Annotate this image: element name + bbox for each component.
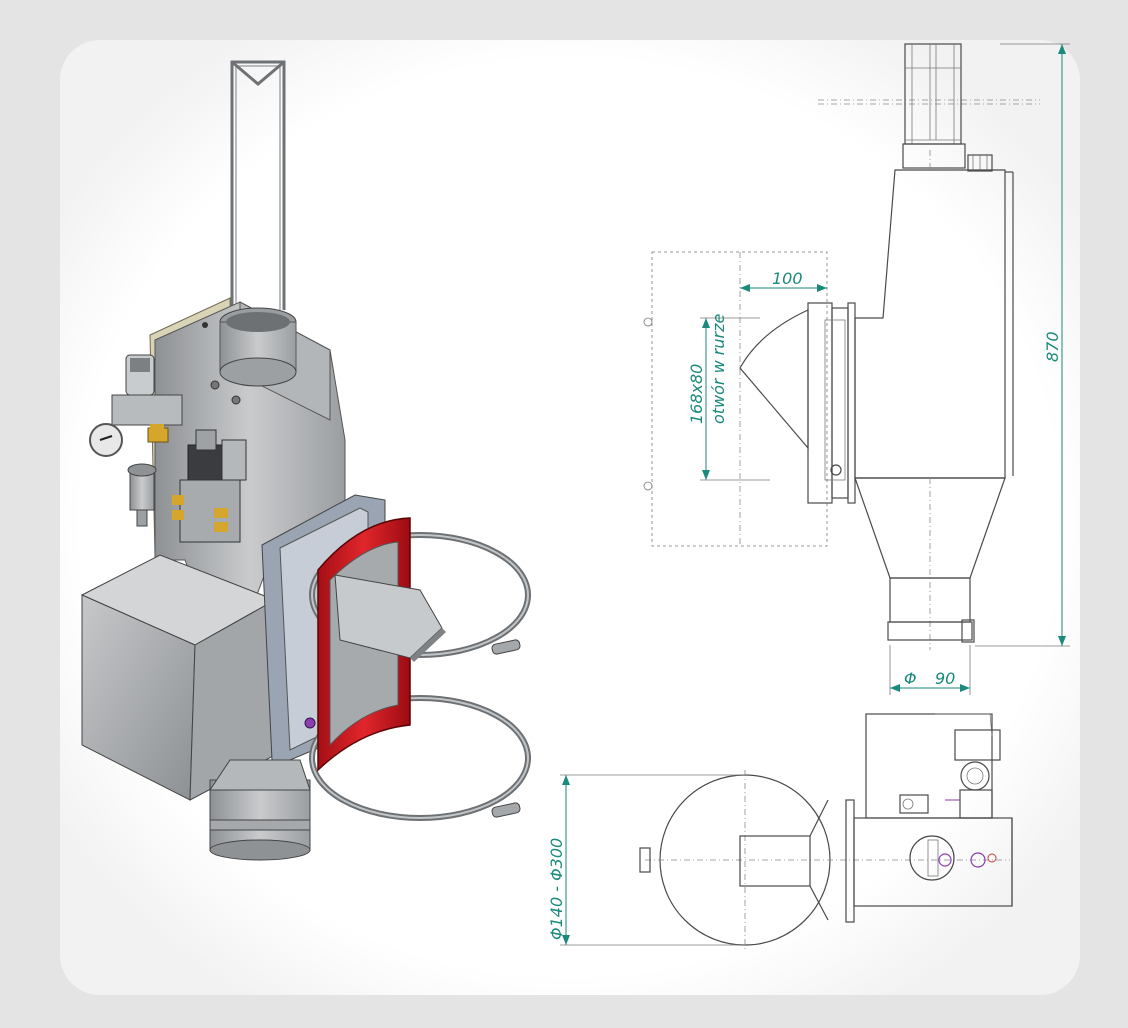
- top-plan-view: Φ140 - Φ300: [547, 713, 1013, 950]
- isometric-render: [80, 60, 531, 861]
- dim-height: 870: [1043, 331, 1062, 362]
- pressure-gauge-icon: [89, 423, 123, 457]
- actuator-box: [80, 554, 277, 801]
- dim-opening-label: otwór w rurze: [709, 314, 728, 424]
- dim-diameter-symbol: Φ: [904, 669, 917, 688]
- dim-opening-size: 168x80: [687, 364, 706, 424]
- wire-handle: [230, 60, 286, 310]
- dim-width-top: 100: [772, 269, 803, 288]
- dim-diameter-value: 90: [935, 669, 955, 688]
- bottom-outlet: [209, 759, 311, 861]
- solenoid-valves: [150, 424, 247, 543]
- fitting: [127, 463, 157, 527]
- dim-pipe-range: Φ140 - Φ300: [547, 838, 566, 940]
- side-elevation-view: 100 168x80 otwór w rurze 870 Φ 90: [643, 43, 1070, 695]
